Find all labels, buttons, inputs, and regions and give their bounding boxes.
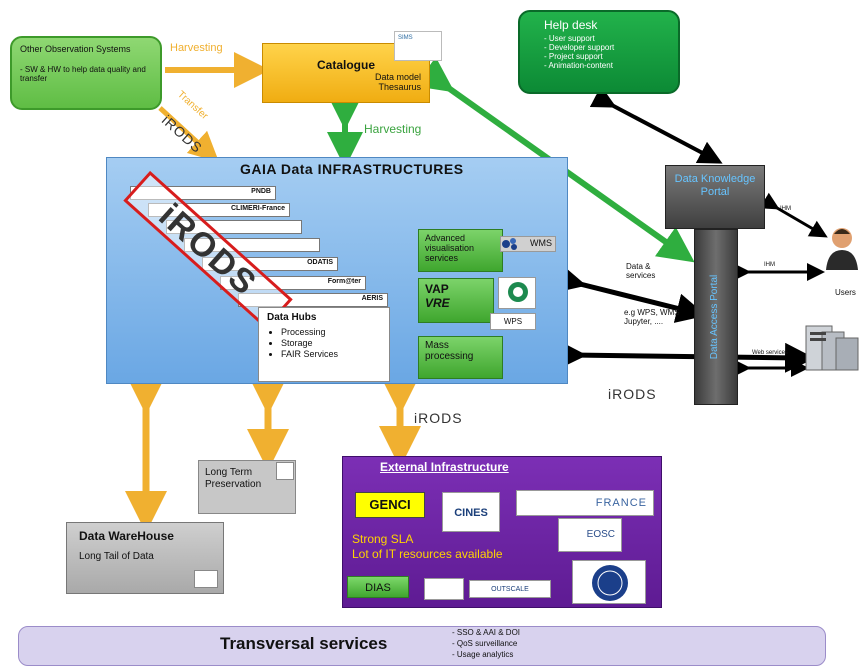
hub-card-label: Form@ter (327, 278, 361, 285)
sla-text-1: Strong SLA (352, 532, 414, 546)
wps-badge: WPS (490, 313, 536, 330)
transversal-services-bar (18, 626, 826, 666)
data-hubs-list: Processing Storage FAIR Services (267, 327, 381, 360)
vap-label: VAP (425, 282, 449, 296)
advanced-visualisation-box: Advanced visualisation services (418, 229, 503, 272)
catalogue-logo-text: SIMS (398, 35, 413, 41)
outscale-logo: OUTSCALE (469, 580, 551, 598)
gaia-title: GAIA Data INFRASTRUCTURES (240, 161, 464, 177)
mass-processing-box: Mass processing (418, 336, 503, 379)
cloud-provider-logo (424, 578, 464, 600)
data-hubs-item: Storage (281, 338, 381, 349)
hub-card-label: ODATIS (307, 259, 333, 266)
catalogue-logo: SIMS (394, 31, 442, 61)
vap-logo-icon (508, 282, 528, 302)
irods-right-label: iRODS (608, 386, 657, 402)
other-obs-title: Other Observation Systems (20, 44, 131, 54)
eosc-logo: EOSC (558, 518, 622, 552)
data-services-label: Data & services (626, 262, 656, 280)
data-hubs-item: Processing (281, 327, 381, 338)
arrow-helpdesk-dkp (589, 85, 723, 164)
data-hubs-box: Data Hubs Processing Storage FAIR Servic… (258, 307, 390, 382)
help-desk-title: Help desk (544, 18, 598, 32)
help-desk-item: - Project support (544, 52, 603, 61)
data-access-portal-column (694, 229, 738, 405)
transversal-item: - SSO & AAI & DOI (452, 628, 521, 637)
genci-badge: GENCI (355, 492, 425, 518)
user-icon (826, 228, 858, 270)
external-title: External Infrastructure (380, 460, 509, 474)
arrow-gaia-dap-1 (553, 263, 707, 323)
vap-logo (498, 277, 536, 309)
harvesting-mid-label: Harvesting (364, 122, 422, 136)
arrow-dkp-users (759, 192, 828, 238)
help-desk-item: - Animation-content (544, 61, 613, 70)
cines-logo: CINES (442, 492, 500, 532)
arrow-mass-servers (556, 339, 815, 373)
transversal-title: Transversal services (220, 634, 388, 653)
sla-text-2: Lot of IT resources available (352, 547, 503, 561)
web-services-label: Web services (752, 350, 788, 356)
dias-badge: DIAS (347, 576, 409, 598)
dwh-title: Data WareHouse (79, 529, 174, 543)
help-desk-item: - Developer support (544, 43, 615, 52)
cines-logo-dwh-icon (194, 570, 218, 588)
servers-icon (805, 325, 859, 371)
ihm-label-2: IHM (764, 262, 775, 268)
catalogue-box: Catalogue Data model Thesaurus (262, 43, 430, 103)
catalogue-title: Catalogue (316, 58, 375, 72)
wms-icon (502, 238, 517, 250)
catalogue-sub2: Thesaurus (378, 82, 421, 92)
transversal-item: - Usage analytics (452, 650, 514, 659)
cines-logo-small-icon (276, 462, 294, 480)
hub-card-label: AERIS (361, 295, 383, 302)
vap-vre-box: VAP VRE (418, 278, 494, 323)
wekeo-logo (572, 560, 646, 604)
dwh-sub: Long Tail of Data (79, 551, 154, 562)
help-desk-list: - User support - Developer support - Pro… (544, 34, 668, 70)
eg-label: e.g WPS, WMS Jupyter, .... (624, 308, 680, 326)
harvesting-top-label: Harvesting (170, 42, 223, 54)
catalogue-sub1: Data model (374, 72, 421, 82)
irods-bottom-label: iRODS (414, 410, 463, 426)
data-knowledge-portal: Data Knowledge Portal (665, 165, 765, 229)
transversal-list: - SSO & AAI & DOI - QoS surveillance - U… (452, 627, 520, 660)
hub-card-label: CLIMERI-France (230, 205, 285, 212)
vre-label: VRE (425, 296, 450, 310)
help-desk-box: Help desk - User support - Developer sup… (518, 10, 680, 94)
transversal-item: - QoS surveillance (452, 639, 518, 648)
help-desk-item: - User support (544, 34, 595, 43)
transversal-list-wrap: - SSO & AAI & DOI - QoS surveillance - U… (452, 627, 520, 660)
users-label: Users (835, 288, 856, 297)
wekeo-logo-icon (592, 565, 628, 601)
data-hubs-item: FAIR Services (281, 349, 381, 360)
other-observation-systems-box: Other Observation Systems - SW & HW to h… (10, 36, 162, 110)
other-obs-desc: - SW & HW to help data quality and trans… (20, 65, 146, 83)
ihm-label-1: IHM (780, 206, 791, 212)
arrow-transfer (158, 106, 220, 163)
data-hubs-title: Data Hubs (267, 312, 317, 323)
data-access-portal-label: Data Access Portal (709, 274, 720, 360)
france-grilles-logo: FRANCE (516, 490, 654, 516)
hub-card-label: PNDB (251, 188, 271, 195)
